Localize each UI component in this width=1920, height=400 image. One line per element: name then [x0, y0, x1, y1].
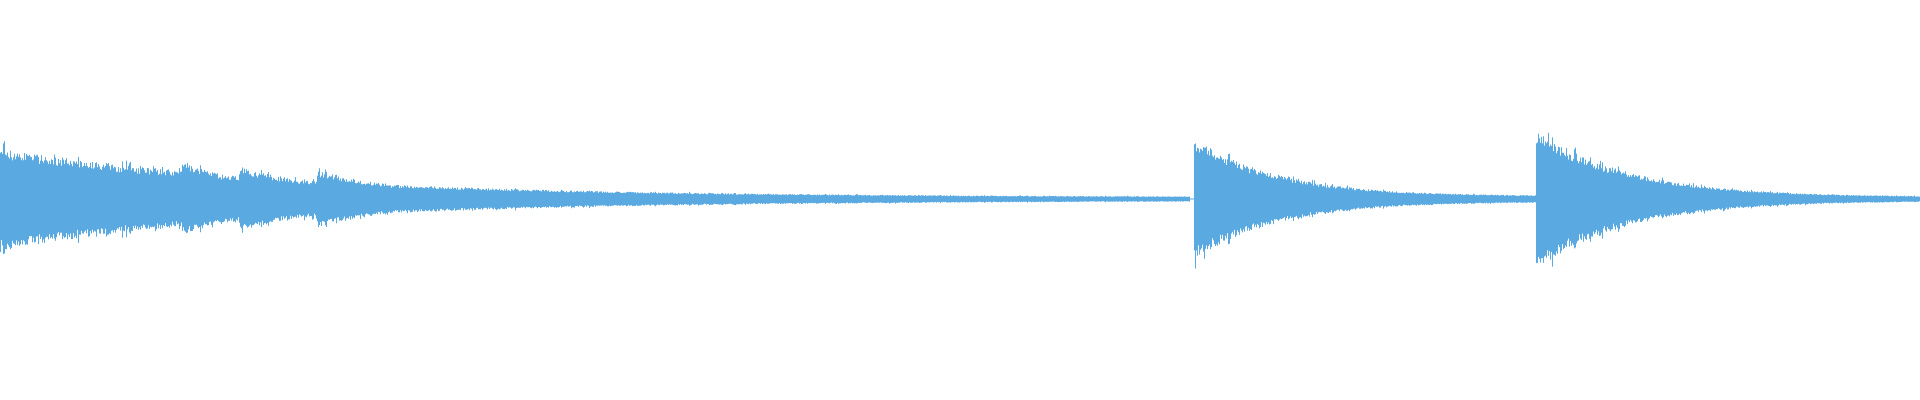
waveform-segment-2 [1194, 143, 1536, 269]
waveform-segment-1 [0, 141, 1190, 255]
waveform-segment-3 [1536, 132, 1920, 267]
